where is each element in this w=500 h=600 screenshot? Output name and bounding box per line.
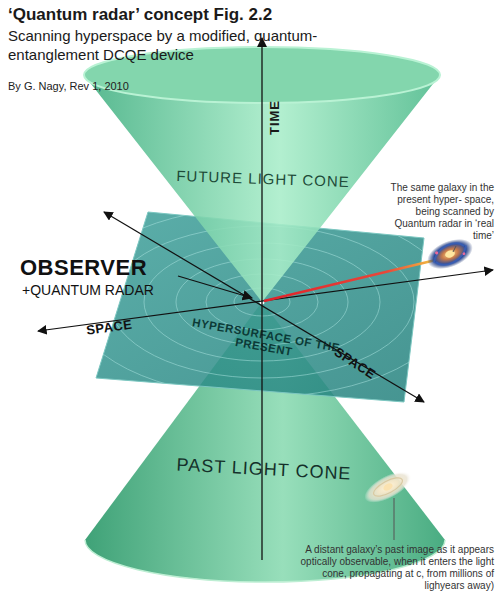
range-rings [92,207,432,397]
time-axis [261,38,262,560]
present-galaxy [423,233,477,275]
observer-sublabel: +QUANTUM RADAR [22,282,202,298]
observer-label: OBSERVER [20,255,200,281]
author-credit: By G. Nagy, Rev 1, 2010 [8,80,258,92]
axis-label: TIME [267,92,282,144]
cone-body [85,302,445,582]
subtitle: Scanning hyperspace by a modified, quant… [8,26,388,64]
callout-note: The same galaxy in the present hyper- sp… [386,182,494,242]
diagram-title: ‘Quantum radar’ concept Fig. 2.2 [8,5,272,25]
observer-point [260,300,265,305]
leader-line [394,498,395,540]
leader-line [453,246,456,252]
callout-note: A distant galaxy’s past image as it appe… [296,544,494,592]
plane-surface [96,212,424,402]
